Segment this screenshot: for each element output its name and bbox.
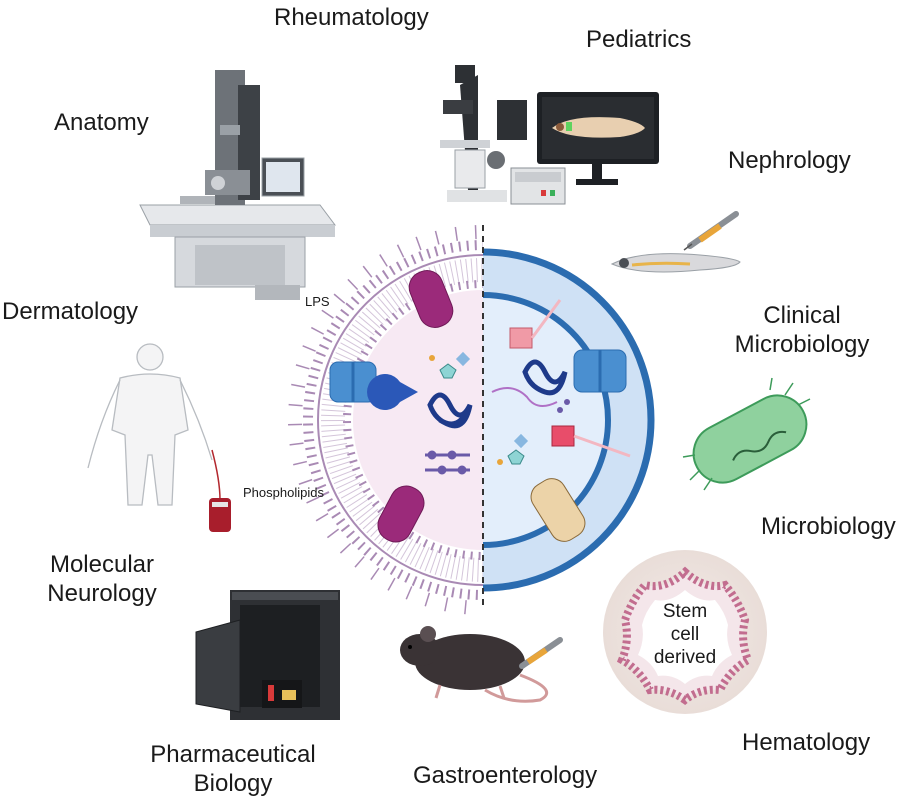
clinical-microbiology-line-1: Clinical bbox=[763, 302, 841, 329]
small-molecule-icon bbox=[497, 433, 529, 465]
membrane-protein-icon bbox=[408, 270, 454, 328]
molecular-neurology-line-2: Neurology bbox=[47, 580, 157, 607]
human-body-icon bbox=[87, 343, 213, 506]
wall-protein-icon bbox=[509, 327, 533, 349]
pediatrics-label: Pediatrics bbox=[586, 26, 692, 53]
light-microscope-icon bbox=[440, 65, 527, 202]
molecular-neurology-label: Molecular Neurology bbox=[32, 550, 172, 608]
organoid-label-line-3: derived bbox=[653, 647, 717, 668]
analyzer-instrument-icon bbox=[195, 590, 340, 720]
wall-protein-icon bbox=[551, 425, 575, 447]
porin-icon bbox=[573, 349, 627, 393]
pharmaceutical-biology-label: Pharmaceutical Biology bbox=[138, 740, 328, 798]
controller-box-icon bbox=[510, 167, 566, 205]
organoid-label: Stem cell derived bbox=[645, 600, 725, 669]
wall-protein-icon bbox=[530, 478, 586, 542]
lps-label: LPS bbox=[305, 294, 330, 309]
phospholipids-label: Phospholipids bbox=[243, 485, 324, 500]
organoid-label-line-1: Stem bbox=[662, 601, 708, 622]
pharmaceutical-biology-line-2: Biology bbox=[193, 770, 273, 797]
dna-icon bbox=[522, 359, 568, 396]
anatomy-label: Anatomy bbox=[54, 109, 149, 136]
monitor-icon bbox=[537, 92, 659, 185]
syringe-icon bbox=[519, 637, 563, 669]
dermatology-label: Dermatology bbox=[2, 298, 139, 325]
hematology-label: Hematology bbox=[742, 729, 871, 756]
rheumatology-label: Rheumatology bbox=[274, 4, 429, 31]
bacterial-envelope-diagram bbox=[288, 225, 655, 615]
molecular-neurology-line-1: Molecular bbox=[49, 551, 155, 578]
syringe-icon bbox=[683, 211, 739, 251]
blood-bag-icon bbox=[209, 449, 231, 532]
gram-negative-half bbox=[288, 225, 483, 615]
enzyme-icon bbox=[367, 374, 418, 410]
nephrology-label: Nephrology bbox=[728, 147, 851, 174]
organoid-icon bbox=[603, 550, 767, 714]
clinical-microbiology-line-2: Microbiology bbox=[734, 331, 870, 358]
microbiology-label: Microbiology bbox=[761, 513, 896, 540]
plasmid-icon bbox=[425, 450, 470, 475]
dna-icon bbox=[427, 392, 473, 429]
organoid-label-line-2: cell bbox=[670, 624, 700, 645]
gastroenterology-label: Gastroenterology bbox=[413, 762, 598, 789]
mouse-icon bbox=[400, 626, 549, 703]
zebrafish-larva-icon bbox=[610, 253, 741, 273]
bacterium-icon bbox=[682, 377, 811, 491]
clinical-microbiology-label: Clinical Microbiology bbox=[722, 301, 882, 359]
small-molecule-icon bbox=[429, 351, 471, 379]
membrane-protein-icon bbox=[377, 485, 425, 543]
pharmaceutical-biology-line-1: Pharmaceutical bbox=[150, 741, 316, 768]
electron-microscope-icon bbox=[139, 70, 336, 300]
